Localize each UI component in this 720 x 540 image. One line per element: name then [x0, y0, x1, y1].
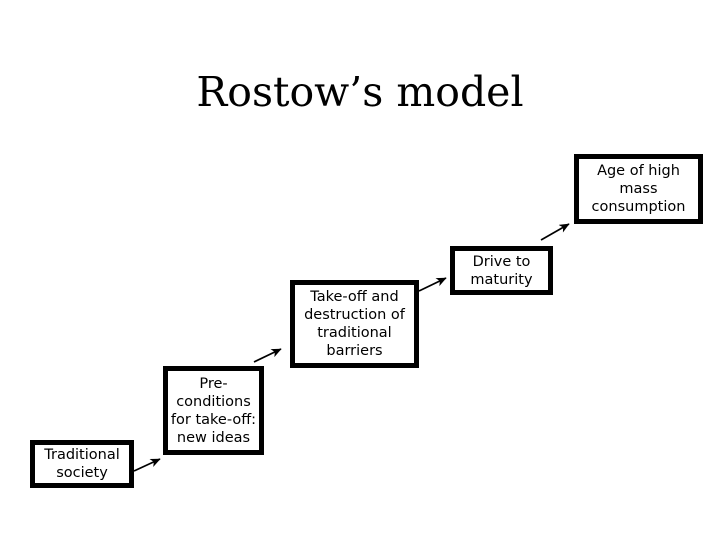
stage-box-take-off-and-destruction[interactable]: Take-off and destruction of traditional …	[290, 280, 419, 368]
arrow-drive-to-age	[540, 223, 570, 241]
stage-box-traditional-society[interactable]: Traditional society	[30, 440, 134, 488]
arrow-takeoff-to-drive	[418, 277, 447, 292]
stage-box-age-of-high-mass-consumption[interactable]: Age of high mass consumption	[574, 154, 703, 224]
page-title: Rostow’s model	[196, 68, 524, 116]
stage-box-drive-to-maturity[interactable]: Drive to maturity	[450, 246, 553, 295]
arrow-traditional-to-preconditions	[133, 458, 161, 472]
arrow-preconditions-to-takeoff	[253, 348, 282, 363]
stage-box-preconditions-for-take-off[interactable]: Pre- conditions for take-off: new ideas	[163, 366, 264, 455]
